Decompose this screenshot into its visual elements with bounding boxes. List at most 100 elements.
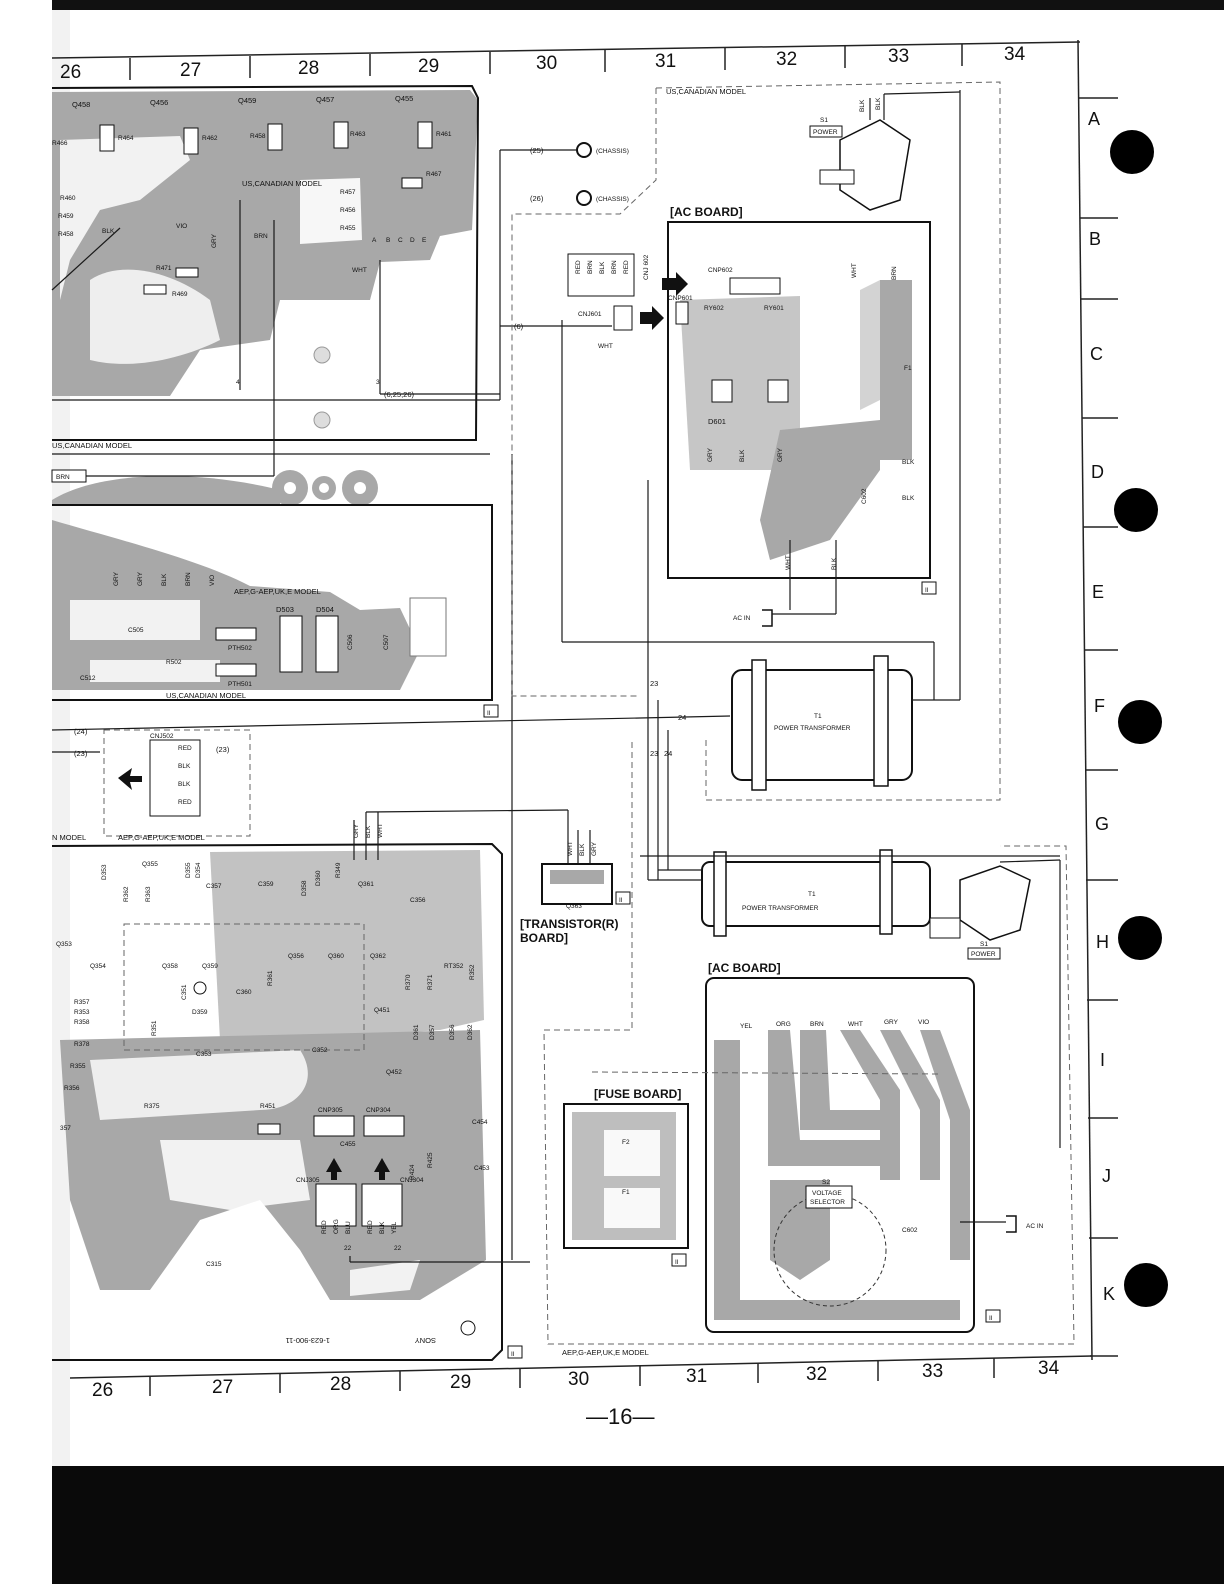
row-c: C bbox=[1090, 344, 1103, 364]
bottom-right-area: AEP,G-AEP,UK,E MODEL S1 POWER [AC BOARD]… bbox=[543, 742, 1075, 1357]
bl-wire-blk: BLK bbox=[365, 825, 372, 838]
d503: D503 bbox=[276, 605, 294, 614]
row-k: K bbox=[1103, 1284, 1115, 1304]
r356: R356 bbox=[64, 1085, 80, 1092]
q356: Q356 bbox=[288, 953, 304, 960]
transistor-title-1: [TRANSISTOR(R) bbox=[520, 917, 618, 931]
br-wht: WHT bbox=[848, 1021, 863, 1028]
chassis-26: (26) bbox=[530, 194, 544, 203]
col-34-bottom: 34 bbox=[1038, 1358, 1060, 1379]
chassis-25: (25) bbox=[530, 146, 544, 155]
row-i: I bbox=[1100, 1050, 1105, 1070]
f1-top: F1 bbox=[904, 365, 912, 372]
transistor-board: WHT BLK GRY Q363 [TRANSISTOR(R) BOARD] I… bbox=[520, 810, 631, 945]
n4: 4 bbox=[236, 379, 240, 386]
conn-22b: 22 bbox=[394, 1245, 402, 1252]
chassis-label-2: (CHASSIS) bbox=[596, 196, 629, 203]
wire-gry-1: GRY bbox=[113, 571, 120, 586]
br-brn: BRN bbox=[810, 1021, 824, 1028]
cnj305-org: ORG bbox=[333, 1219, 340, 1234]
col-33-bottom: 33 bbox=[922, 1361, 943, 1382]
aep-bottom: AEP,G-AEP,UK,E MODEL bbox=[562, 1348, 649, 1357]
conn-23a: (23) bbox=[74, 749, 88, 758]
col-31-top: 31 bbox=[655, 51, 676, 72]
cnp601: CNP601 bbox=[668, 295, 693, 302]
transistor-title-2: BOARD] bbox=[520, 931, 568, 945]
ac-blk2: BLK bbox=[902, 495, 915, 502]
conn-23b: (23) bbox=[216, 745, 230, 754]
box-mark-1: II bbox=[487, 710, 491, 717]
col-30-bottom: 30 bbox=[568, 1369, 589, 1390]
d358: D358 bbox=[301, 880, 308, 896]
cnj305-red: RED bbox=[321, 1220, 328, 1234]
r461: R461 bbox=[436, 131, 452, 138]
d355: D355 bbox=[185, 862, 192, 878]
d360: D360 bbox=[315, 870, 322, 886]
transformer-2: T1 POWER TRANSFORMER bbox=[640, 849, 1060, 937]
r363: R363 bbox=[145, 886, 152, 902]
ac-brn: BRN bbox=[891, 266, 898, 280]
q354: Q354 bbox=[90, 963, 106, 970]
cnj304-blk: BLK bbox=[379, 1221, 386, 1234]
c454: C454 bbox=[472, 1119, 488, 1126]
conn-24-side: 24 bbox=[678, 713, 686, 722]
rt352: RT352 bbox=[444, 963, 464, 970]
top-right-area: US,CANADIAN MODEL (25) (CHASSIS) (26) (C… bbox=[511, 81, 1001, 801]
row-b: B bbox=[1089, 229, 1101, 249]
r361: R361 bbox=[267, 970, 274, 986]
fuse-f1: F1 bbox=[622, 1189, 630, 1196]
col-29-top: 29 bbox=[418, 56, 439, 77]
s2-name-2: SELECTOR bbox=[810, 1199, 845, 1206]
box-mark-6: II bbox=[675, 1259, 679, 1266]
tr-gry: GRY bbox=[591, 841, 598, 856]
r425: R425 bbox=[427, 1152, 434, 1168]
r424: R424 bbox=[409, 1164, 416, 1180]
power-switch-bottom-icon bbox=[929, 859, 1061, 1148]
fuse-f2: F2 bbox=[622, 1139, 630, 1146]
board-number: 1-623-900-11 bbox=[286, 1336, 330, 1345]
grid-frame bbox=[51, 39, 1118, 1396]
c360: C360 bbox=[236, 989, 252, 996]
br-vio: VIO bbox=[918, 1019, 929, 1026]
aep-cnj502: AEP,G-AEP,UK,E MODEL bbox=[118, 833, 205, 842]
aep-left: AEP,G-AEP,UK,E MODEL bbox=[234, 587, 321, 596]
cnj502-red2: RED bbox=[178, 799, 192, 806]
bottom-left-board: GRY BLK WHT Q355 D353 D354 D355 R362 R36… bbox=[51, 809, 569, 1361]
cnj304-red: RED bbox=[367, 1220, 374, 1234]
r357: R357 bbox=[74, 999, 90, 1006]
abcde-b: B bbox=[386, 237, 390, 244]
t1-name-1: POWER TRANSFORMER bbox=[774, 725, 851, 732]
r456: R456 bbox=[340, 207, 356, 214]
wht-tl: WHT bbox=[352, 267, 367, 274]
bl-wire-gry: GRY bbox=[353, 823, 360, 838]
r351: R351 bbox=[151, 1020, 158, 1036]
box-mark-4: II bbox=[619, 897, 623, 904]
r378: R378 bbox=[74, 1041, 90, 1048]
r371: R371 bbox=[427, 974, 434, 990]
wire-blk: BLK bbox=[161, 573, 168, 586]
pth502: PTH502 bbox=[228, 645, 252, 652]
cnj-blk: BLK bbox=[599, 261, 606, 274]
d361: D361 bbox=[413, 1024, 420, 1040]
q452: Q452 bbox=[386, 1069, 402, 1076]
conn-6: (6) bbox=[514, 322, 524, 331]
us-canadian-inner: US,CANADIAN MODEL bbox=[242, 179, 322, 188]
cnj304-yel: YEL bbox=[391, 1221, 398, 1234]
q358: Q358 bbox=[162, 963, 178, 970]
switch-bottom-name: POWER bbox=[971, 951, 996, 958]
pth501: PTH501 bbox=[228, 681, 252, 688]
ac-gry1: GRY bbox=[707, 447, 714, 462]
brn-left: BRN bbox=[56, 474, 70, 481]
row-f: F bbox=[1094, 696, 1105, 716]
cnp602: CNP602 bbox=[708, 267, 733, 274]
r469: R469 bbox=[172, 291, 188, 298]
c353: C353 bbox=[196, 1051, 212, 1058]
power-switch-top-icon bbox=[819, 91, 961, 211]
bl-wire-wht: WHT bbox=[377, 823, 384, 838]
r451: R451 bbox=[260, 1103, 276, 1110]
chassis-label-1: (CHASSIS) bbox=[596, 148, 629, 155]
ac-blk4: BLK bbox=[739, 449, 746, 462]
bottom-scan-edge bbox=[52, 1466, 1224, 1584]
r458-left: R458 bbox=[58, 231, 74, 238]
page-number: —16— bbox=[586, 1404, 654, 1429]
